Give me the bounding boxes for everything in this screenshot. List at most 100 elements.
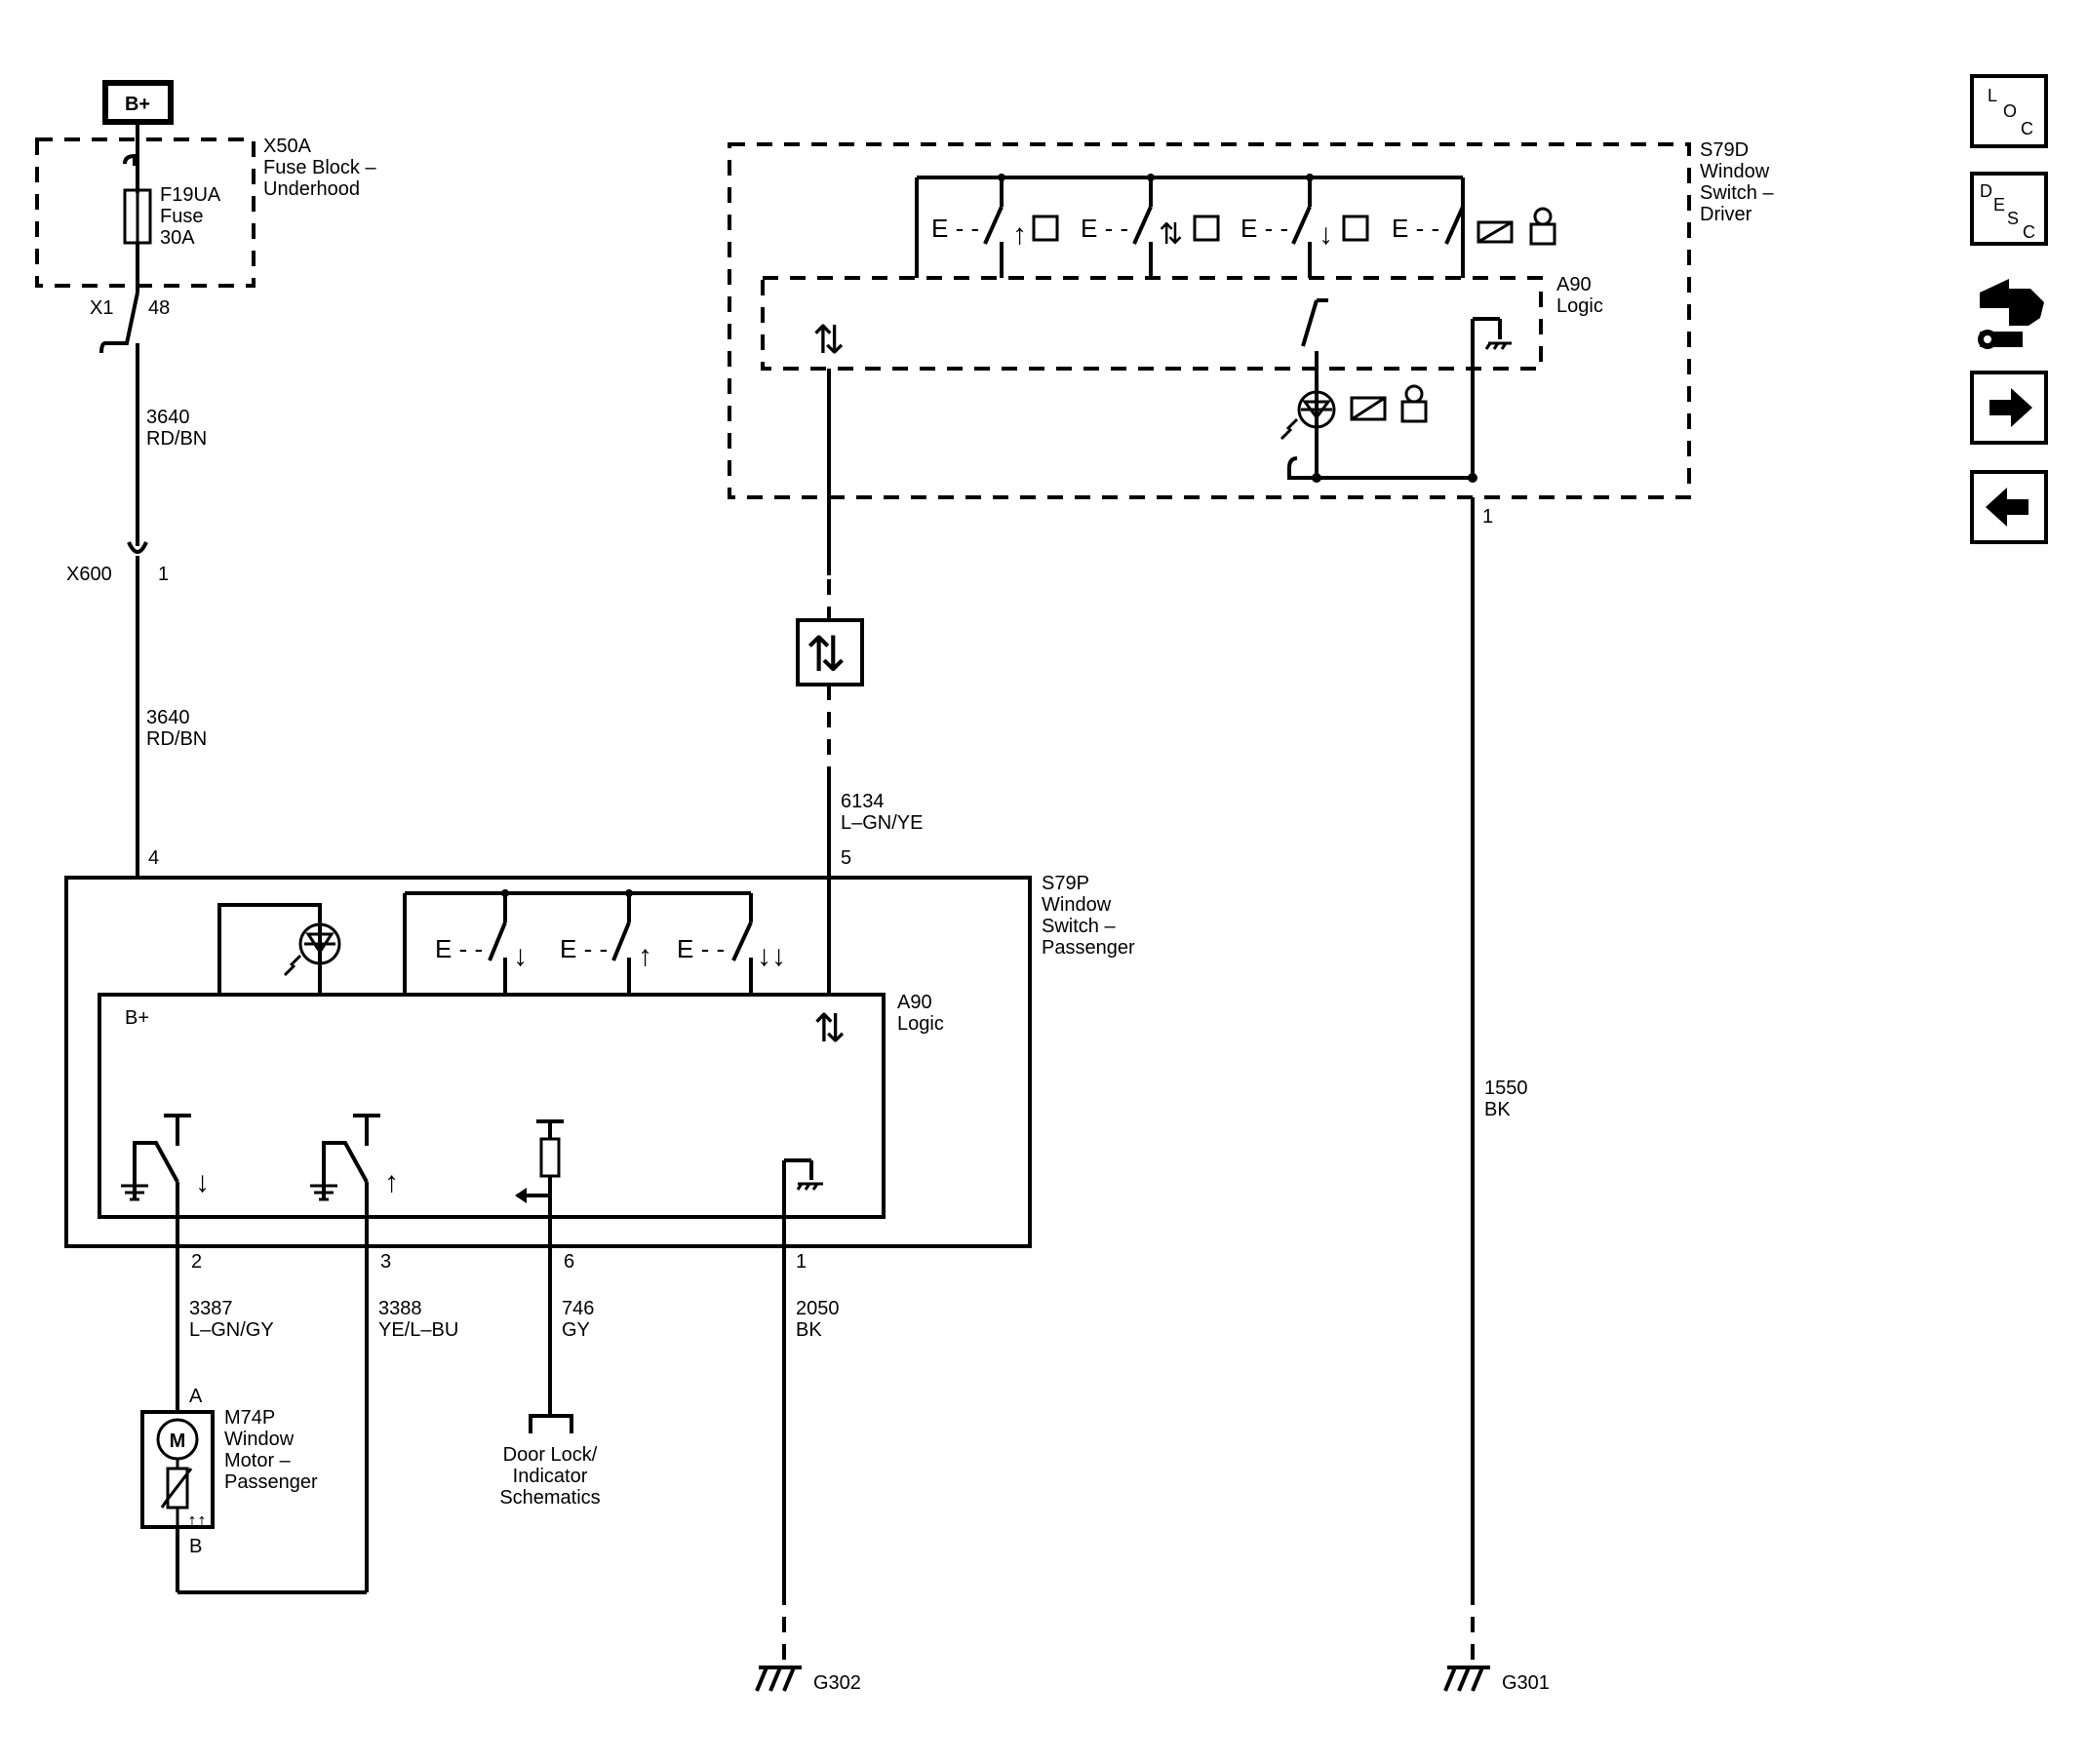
driver-switch-up: E - - ↑ — [931, 177, 1059, 278]
svg-text:C: C — [2021, 119, 2033, 138]
window-icon — [1032, 215, 1059, 242]
wire-3388-circuit: 3388 — [378, 1298, 422, 1319]
nav-next-button[interactable] — [1970, 371, 2048, 445]
wire-3387-circuit: 3387 — [189, 1298, 233, 1319]
ground-g301: G301 — [1443, 1666, 1550, 1694]
driver-switch-name-3: Driver — [1700, 204, 1752, 225]
wire-1550: 1550 BK — [1471, 497, 1528, 1663]
wire-3640-upper-circuit: 3640 — [146, 407, 190, 428]
passenger-logic-word: Logic — [897, 1013, 944, 1035]
wire-3640-lower-color: RD/BN — [146, 728, 207, 750]
pin-4-label: 4 — [148, 847, 159, 869]
led-icon — [1297, 390, 1336, 429]
wire-6134-circuit: 6134 — [841, 791, 885, 812]
svg-text:E - -: E - - — [1240, 214, 1288, 243]
driver-window-switch: S79D Window Switch – Driver A90 Logic E … — [728, 139, 1774, 575]
serial-data-icon: ⇅ — [813, 1007, 847, 1050]
svg-text:E - -: E - - — [931, 214, 979, 243]
relay-motor-a: ↓ — [121, 1114, 210, 1268]
arrow-updown-icon: ⇅ — [1159, 218, 1183, 251]
window-icon — [1342, 215, 1369, 242]
arrow-left-icon — [1986, 488, 2028, 527]
nav-description-button[interactable]: D E S C — [1970, 172, 2048, 246]
door-lock-reference: Door Lock/ Indicator Schematics — [499, 1444, 600, 1509]
passenger-switch-name-1: Window — [1042, 894, 1112, 916]
driver-ground-pin: 1 — [1482, 506, 1493, 528]
x600-pin: 1 — [158, 564, 169, 585]
arrow-right-icon — [1989, 388, 2032, 427]
wire-3387: 3387 L–GN/GY — [176, 1268, 274, 1412]
passenger-switch-id: S79P — [1042, 873, 1089, 894]
wire-3388-color: YE/L–BU — [378, 1319, 458, 1341]
fuse-word: Fuse — [160, 206, 203, 227]
motor-pin-a: A — [189, 1386, 203, 1407]
passenger-window-switch: S79P Window Switch – Passenger A90 Logic… — [64, 847, 1135, 1273]
wire-6134-color: L–GN/YE — [841, 812, 923, 834]
passenger-switch-down: E - - ↓ — [435, 893, 528, 995]
driver-switch-down: E - - ↓ — [1240, 177, 1369, 278]
serial-data-icon: ⇅ — [812, 319, 846, 362]
nav-connector-button[interactable] — [1978, 279, 2044, 349]
wire-1550-color: BK — [1484, 1099, 1511, 1120]
window-icon — [1193, 215, 1220, 242]
fuse-rating: 30A — [160, 227, 195, 249]
svg-text:E - -: E - - — [677, 934, 725, 963]
svg-text:E - -: E - - — [1392, 214, 1439, 243]
wire-3387-color: L–GN/GY — [189, 1319, 274, 1341]
door-lock-ref-1: Door Lock/ — [503, 1444, 598, 1466]
motor-pin-b: B — [189, 1536, 202, 1557]
wire-1550-circuit: 1550 — [1484, 1078, 1528, 1099]
nav-location-button[interactable]: L O C — [1970, 74, 2048, 148]
child-lock-icon — [1533, 207, 1553, 226]
passenger-bplus-label: B+ — [125, 1007, 149, 1029]
wire-3388: 3388 YE/L–BU — [177, 1268, 458, 1594]
pin-5-label: 5 — [841, 847, 851, 869]
driver-logic-word: Logic — [1556, 295, 1603, 317]
arrow-up-icon: ↑ — [384, 1166, 399, 1198]
arrow-down-icon: ↓ — [513, 940, 528, 972]
passenger-switch-name-3: Passenger — [1042, 937, 1135, 959]
window-lock-icon — [1477, 220, 1514, 244]
fuse-id: F19UA — [160, 184, 221, 206]
wire-3640-upper-color: RD/BN — [146, 428, 207, 450]
driver-switch-express: E - - ⇅ — [1081, 177, 1220, 278]
ground-g302: G302 — [755, 1666, 861, 1694]
description-icon: D — [1980, 181, 1992, 201]
driver-switch-id: S79D — [1700, 139, 1749, 161]
passenger-switch-name-2: Switch – — [1042, 916, 1116, 937]
wire-746-circuit: 746 — [562, 1298, 594, 1319]
nav-prev-button[interactable] — [1970, 470, 2048, 544]
ground-g302-label: G302 — [813, 1672, 861, 1694]
svg-text:E - -: E - - — [560, 934, 608, 963]
arrow-left-icon — [515, 1188, 527, 1203]
wire-746: 746 GY — [529, 1268, 594, 1433]
window-lock-icon — [1350, 396, 1387, 421]
motor-name-3: Passenger — [224, 1471, 318, 1493]
door-lock-ref-2: Indicator — [513, 1466, 588, 1487]
arrow-up-icon: ↑ — [1012, 218, 1027, 251]
fuse-block-underhood: F19UA Fuse 30A X50A Fuse Block – Underho… — [35, 136, 376, 293]
fuse-block-id: X50A — [263, 136, 312, 157]
driver-logic-id: A90 — [1556, 274, 1592, 295]
connector-x1: X1 48 — [90, 292, 170, 546]
svg-text:E: E — [1993, 195, 2005, 215]
pin-1-label: 1 — [796, 1251, 807, 1273]
passenger-logic-id: A90 — [897, 992, 932, 1013]
svg-text:↑↑: ↑↑ — [187, 1510, 207, 1532]
door-lock-ref-3: Schematics — [499, 1487, 600, 1509]
x1-pin: 48 — [148, 297, 170, 319]
bplus-label: B+ — [125, 94, 150, 115]
pin-3-label: 3 — [380, 1251, 391, 1273]
wire-2050-color: BK — [796, 1319, 822, 1341]
x600-label: X600 — [66, 564, 112, 585]
arrow-down-icon: ↓ — [1319, 218, 1333, 251]
passenger-switch-express-down: E - - ↓↓ — [677, 893, 786, 995]
pin-2-label: 2 — [191, 1251, 202, 1273]
motor-symbol: M — [170, 1431, 186, 1452]
driver-switch-name-1: Window — [1700, 161, 1770, 182]
fuse-block-name-2: Underhood — [263, 178, 360, 200]
driver-switch-lockout: E - - — [1392, 206, 1556, 246]
motor-name-1: Window — [224, 1429, 295, 1450]
motor-name-2: Motor – — [224, 1450, 292, 1471]
arrow-down-icon: ↓ — [195, 1166, 210, 1198]
